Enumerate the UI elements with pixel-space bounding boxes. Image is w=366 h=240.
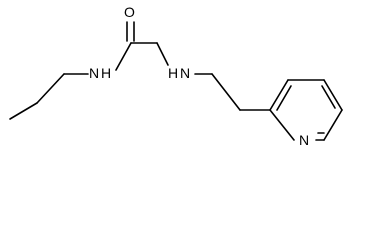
bond-ch2-amine-n <box>156 42 169 66</box>
bond-propyl-c2-c3 <box>36 73 65 104</box>
molecule-structure: O N H H N N <box>9 4 343 148</box>
ring-inner-double-2 <box>321 85 336 109</box>
molecule-canvas: O N H H N N <box>9 4 343 148</box>
ring-bond-c4-c5 <box>323 79 343 111</box>
ring-bond-c2-c3 <box>269 79 289 111</box>
bond-amide-n-c <box>115 42 132 71</box>
bond-ethyl-c-c <box>211 73 241 111</box>
ring-bond-c5-c6 <box>323 109 343 141</box>
amide-n-atom-label: N <box>89 65 99 81</box>
amine-h-atom-label: H <box>168 65 178 81</box>
ring-bond-n-c2 <box>269 109 295 141</box>
bond-propyl-c1-c2 <box>9 102 38 120</box>
amine-n-atom-label: N <box>180 65 190 81</box>
pyridine-n-atom-label: N <box>299 132 309 148</box>
oxygen-atom-label: O <box>124 4 135 20</box>
ring-inner-double-1 <box>276 85 292 111</box>
amide-h-atom-label: H <box>101 65 111 81</box>
